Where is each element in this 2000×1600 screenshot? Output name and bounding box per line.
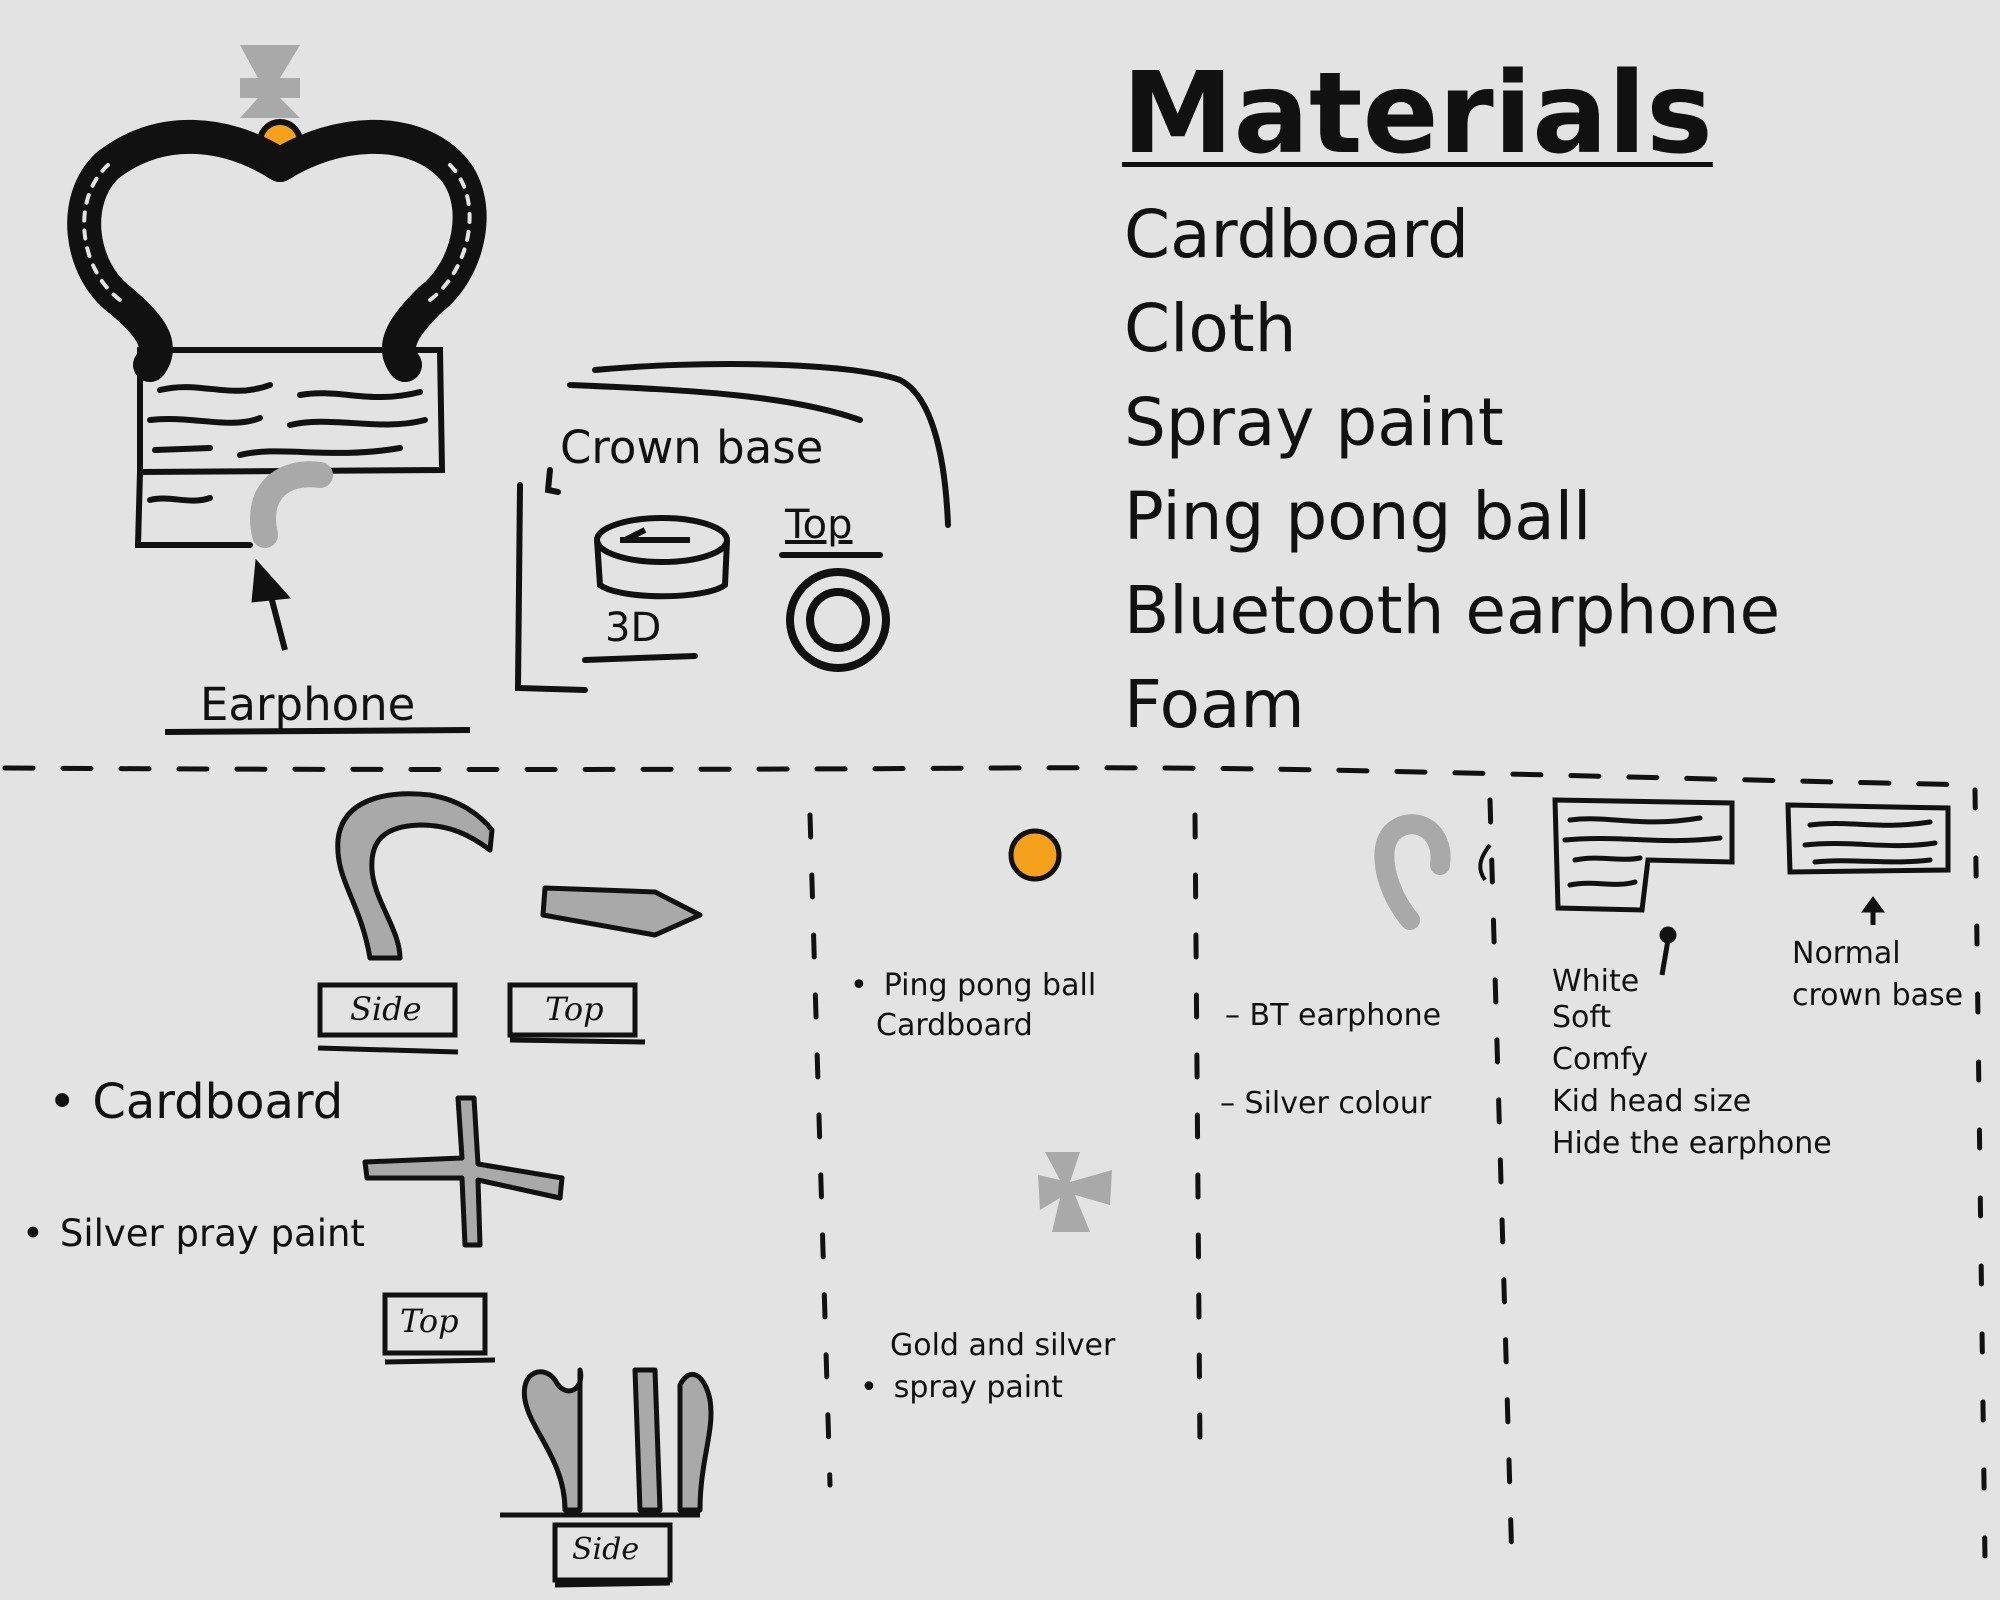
- materials-item: Spray paint: [1124, 384, 1504, 461]
- earphone-note: – BT earphone: [1225, 998, 1442, 1033]
- materials-item: Cloth: [1124, 290, 1297, 367]
- earphone-note-text: Silver colour: [1244, 1086, 1432, 1121]
- view-side-label: Side: [350, 990, 422, 1028]
- base-note: Soft: [1552, 1000, 1612, 1035]
- earphone-hook-icon: [250, 461, 333, 548]
- earphone-note-text: BT earphone: [1249, 998, 1442, 1033]
- base-note: crown base: [1792, 978, 1964, 1013]
- cross-top-icon: [362, 1095, 565, 1248]
- base-note: Kid head size: [1552, 1084, 1752, 1119]
- ping-pong-ball-icon: [1008, 828, 1062, 882]
- earphone-label: Earphone: [200, 678, 416, 731]
- panel-divider-curl: [1478, 843, 1492, 882]
- view-top-label: Top: [785, 502, 853, 548]
- arms-note: Silver pray paint: [22, 1215, 365, 1252]
- earphone-label-underline: [164, 727, 471, 735]
- view-top-label: Top: [545, 990, 604, 1028]
- crown-base-band: [134, 347, 446, 548]
- panel-arms-sketches: [335, 791, 714, 1518]
- materials-item: Foam: [1124, 666, 1305, 743]
- earphone-note: – Silver colour: [1220, 1086, 1432, 1121]
- base-note: Comfy: [1552, 1042, 1649, 1077]
- crown-arches: [67, 119, 487, 382]
- maltese-cross-icon: [1038, 1152, 1112, 1232]
- soft-base-sketch: [1552, 797, 1735, 913]
- crown-side-view-icon: [521, 1367, 714, 1513]
- ball-cross-note: Cardboard: [876, 1008, 1033, 1043]
- arms-note: Cardboard: [48, 1078, 343, 1126]
- materials-item: Bluetooth earphone: [1124, 572, 1781, 649]
- crown-sketch: [67, 45, 487, 735]
- cylinder-3d-icon: [594, 515, 730, 600]
- materials-title: Materials: [1122, 49, 1713, 179]
- ring-top-icon: [786, 568, 890, 672]
- ball-cross-note: Gold and silver: [890, 1328, 1116, 1363]
- base-note: Normal: [1792, 936, 1901, 971]
- materials-item: Cardboard: [1124, 196, 1469, 273]
- earphone-hook-icon: [1374, 814, 1451, 930]
- materials-item: Ping pong ball: [1124, 478, 1592, 555]
- normal-base-sketch: [1785, 802, 1951, 875]
- dashed-dividers: [2, 765, 1988, 1568]
- base-note: Hide the earphone: [1552, 1126, 1832, 1161]
- ball-cross-note: Ping pong ball: [850, 966, 1096, 1006]
- arrow-up-icon: [251, 558, 292, 651]
- arrow-up-icon: [1659, 896, 1885, 976]
- view-side-label: Side: [572, 1532, 640, 1567]
- base-note: White: [1552, 964, 1640, 999]
- ball-cross-note: spray paint: [860, 1368, 1063, 1408]
- crown-base-label: Crown base: [560, 421, 824, 474]
- view-top-label: Top: [400, 1302, 459, 1340]
- crown-arm-side-icon: [335, 791, 495, 961]
- view-label-boxes: [317, 982, 673, 1588]
- crown-base-box: [514, 361, 951, 693]
- view-3d-label: 3D: [605, 605, 662, 651]
- maltese-cross-icon: [240, 45, 300, 118]
- materials-list: Cardboard Cloth Spray paint Ping pong ba…: [1124, 200, 1780, 764]
- crown-arm-top-icon: [540, 885, 703, 938]
